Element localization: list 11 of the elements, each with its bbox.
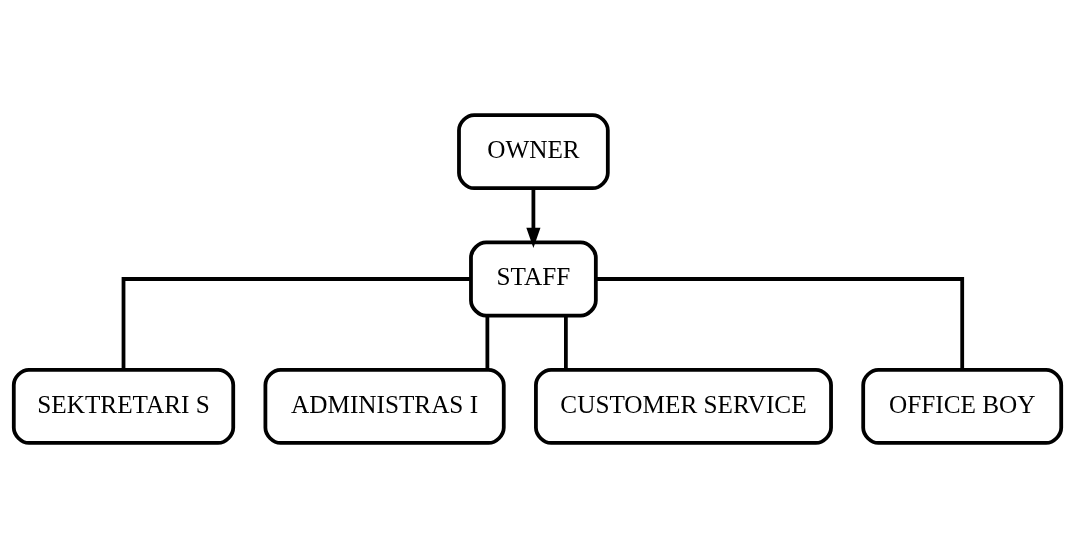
node-box: ADMINISTRAS I xyxy=(263,367,506,445)
node-box: CUSTOMER SERVICE xyxy=(534,367,833,445)
node-box: OWNER xyxy=(457,112,610,190)
connector xyxy=(564,315,568,370)
connector xyxy=(596,276,965,370)
node-box: SEKTRETARI S xyxy=(11,367,236,445)
arrow xyxy=(526,187,541,248)
connector xyxy=(121,276,471,370)
connector xyxy=(485,315,490,370)
node-box: STAFF xyxy=(469,240,598,317)
node-box: OFFICE BOY xyxy=(861,367,1064,445)
